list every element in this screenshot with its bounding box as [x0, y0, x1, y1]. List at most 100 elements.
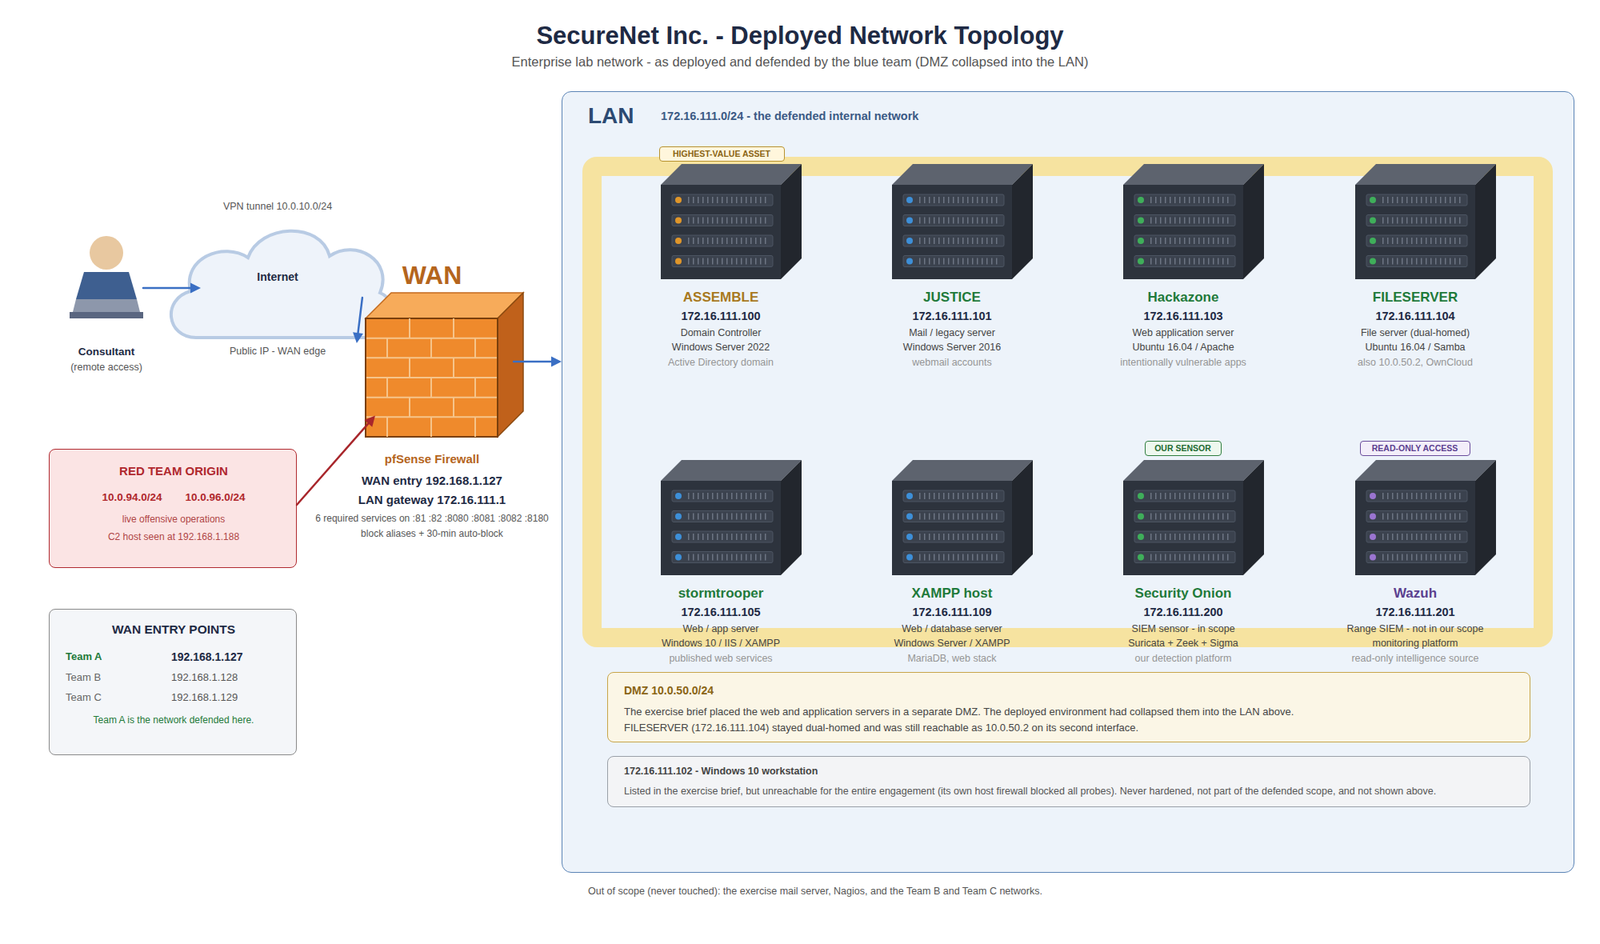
- server-grill: [1382, 217, 1463, 224]
- server-grill: [919, 258, 1000, 265]
- server-led: [675, 492, 682, 500]
- node-text: LAN gateway 172.16.111.1: [358, 492, 506, 507]
- node-text: published web services: [668, 652, 772, 664]
- laptop-screen: [72, 299, 140, 312]
- server-led: [906, 196, 913, 204]
- brick-line: [474, 416, 476, 437]
- server-front: [1123, 184, 1244, 280]
- brick-line: [452, 357, 455, 378]
- lan-zone: LAN172.16.111.0/24 - the defended intern…: [561, 91, 1575, 873]
- node-text: 192.168.1.128: [171, 672, 238, 684]
- node-title: stormtrooper: [678, 585, 764, 602]
- person-node: Consultant(remote access): [60, 232, 152, 376]
- server-slot: [903, 552, 1004, 564]
- server-grill: [1150, 237, 1231, 244]
- diagram-title: SecureNet Inc. - Deployed Network Topolo…: [536, 21, 1064, 51]
- server-slot: [672, 256, 773, 268]
- server-top: [1123, 460, 1264, 481]
- node-text: 172.16.111.101: [912, 309, 992, 324]
- node-text: 172.16.111.100: [680, 309, 760, 324]
- node-text: The exercise brief placed the web and ap…: [624, 706, 1294, 719]
- server-grill: [688, 258, 768, 265]
- server-grill: [688, 492, 768, 500]
- server-grill: [919, 554, 1000, 561]
- server-grill: [919, 196, 1000, 204]
- node-title: XAMPP host: [912, 585, 993, 602]
- server-slot: [1366, 511, 1468, 523]
- server-node: Security Onion172.16.111.200SIEM sensor …: [1071, 460, 1296, 670]
- server-grill: [1150, 513, 1231, 520]
- server-led: [1369, 237, 1376, 244]
- node-text: Team A: [65, 651, 103, 664]
- server-led: [1137, 513, 1144, 520]
- connector-line: [143, 287, 193, 290]
- laptop-base: [69, 312, 144, 319]
- server-node: FILESERVER172.16.111.104File server (dua…: [1303, 164, 1528, 374]
- node-text: Team B: [65, 672, 101, 684]
- server-top: [1123, 164, 1264, 185]
- server-grill: [1382, 513, 1463, 520]
- connector: [296, 416, 376, 505]
- node-text: 172.16.111.0/24 - the defended internal …: [660, 109, 919, 124]
- node-text: Windows Server 2016: [903, 341, 1001, 353]
- firewall-front: [365, 318, 498, 437]
- server-top: [1355, 460, 1496, 481]
- server-icon: [1123, 164, 1266, 280]
- server-grill: [688, 513, 768, 520]
- server-node: stormtrooper172.16.111.105Web / app serv…: [608, 460, 833, 670]
- brick-line: [452, 397, 455, 418]
- server-icon: [660, 164, 804, 280]
- server-node: ASSEMBLE172.16.111.100Domain ControllerW…: [608, 164, 833, 374]
- node-text: monitoring platform: [1372, 637, 1459, 649]
- free-label: VPN tunnel 10.0.10.0/24: [223, 200, 332, 212]
- server-slot: [1134, 194, 1236, 206]
- server-led: [1137, 533, 1144, 540]
- server-slot: [1366, 490, 1468, 502]
- server-led: [675, 513, 682, 520]
- internet-cloud: Internet: [160, 209, 400, 348]
- node-text: also 10.0.50.2, OwnCloud: [1357, 356, 1473, 368]
- server-slot: [672, 235, 773, 247]
- server-side: [780, 164, 802, 280]
- node-text: 192.168.1.129: [171, 692, 238, 704]
- server-led: [906, 533, 913, 540]
- node-text: Ubuntu 16.04 / Apache: [1132, 341, 1234, 353]
- node-title: Hackazone: [1148, 289, 1220, 306]
- server-slot: [903, 511, 1004, 523]
- server-side: [1475, 460, 1496, 576]
- brick-line: [474, 377, 476, 398]
- server-led: [906, 237, 913, 244]
- server-front: [892, 480, 1012, 576]
- node-text: 6 required services on :81 :82 :8080 :80…: [315, 513, 549, 525]
- person-body: [76, 272, 137, 300]
- server-grill: [1150, 492, 1231, 500]
- server-front: [1123, 480, 1244, 576]
- node-text: C2 host seen at 192.168.1.188: [108, 532, 240, 544]
- server-led: [906, 513, 913, 520]
- server-grill: [1382, 258, 1463, 265]
- server-front: [1355, 480, 1476, 576]
- server-node: Wazuh172.16.111.201Range SIEM - not in o…: [1303, 460, 1528, 670]
- node-title: Security Onion: [1135, 585, 1232, 602]
- dmz-note-box: DMZ 10.0.50.0/24The exercise brief place…: [607, 672, 1531, 743]
- server-icon: [1355, 460, 1498, 576]
- node-text: Active Directory domain: [668, 356, 774, 368]
- node-title: pfSense Firewall: [384, 452, 480, 466]
- brick-line: [430, 377, 432, 398]
- server-grill: [1382, 196, 1463, 204]
- node-text: Web / database server: [901, 623, 1003, 635]
- brick-line: [408, 318, 411, 339]
- person-head: [89, 236, 124, 270]
- server-icon: [660, 460, 804, 576]
- server-led: [1369, 492, 1376, 500]
- server-slot: [1366, 235, 1468, 247]
- server-grill: [688, 237, 768, 244]
- node-title: FILESERVER: [1372, 289, 1458, 306]
- firewall-node: pfSense FirewallWAN entry 192.168.1.127L…: [304, 292, 560, 549]
- firewall-side: [497, 292, 524, 437]
- brick-line: [430, 416, 432, 437]
- server-front: [660, 184, 781, 280]
- server-side: [1475, 164, 1496, 280]
- server-slot: [903, 531, 1004, 543]
- node-text: MariaDB, web stack: [907, 652, 996, 664]
